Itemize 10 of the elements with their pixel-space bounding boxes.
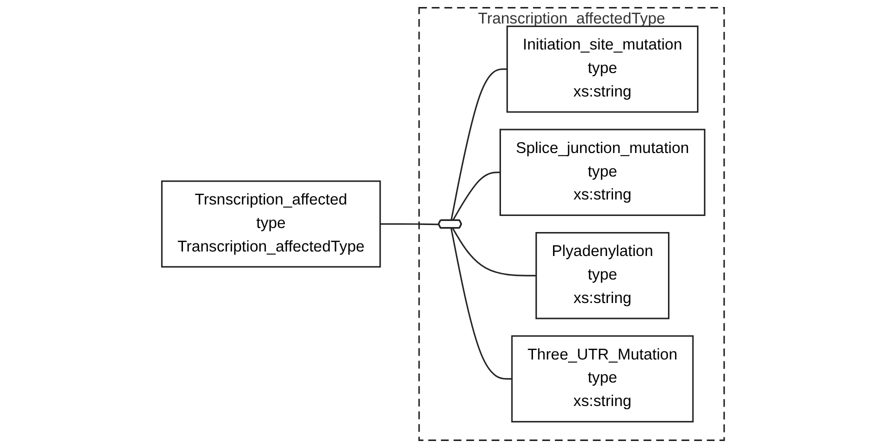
connector (452, 228, 536, 276)
node-box: Trsnscription_affected type Transcription_affectedType (161, 180, 381, 268)
connector (452, 172, 500, 221)
node-box: Splice_junction_mutation type xs:string (500, 128, 706, 216)
connector (450, 228, 512, 380)
node-box: Three_UTR_Mutation type xs:string (511, 335, 694, 422)
connector (450, 68, 508, 221)
node-box: Initiation_site_mutation type xs:string (506, 26, 698, 113)
node-box: Plyadenylation type xs:string (535, 232, 670, 320)
connector (380, 223, 440, 226)
